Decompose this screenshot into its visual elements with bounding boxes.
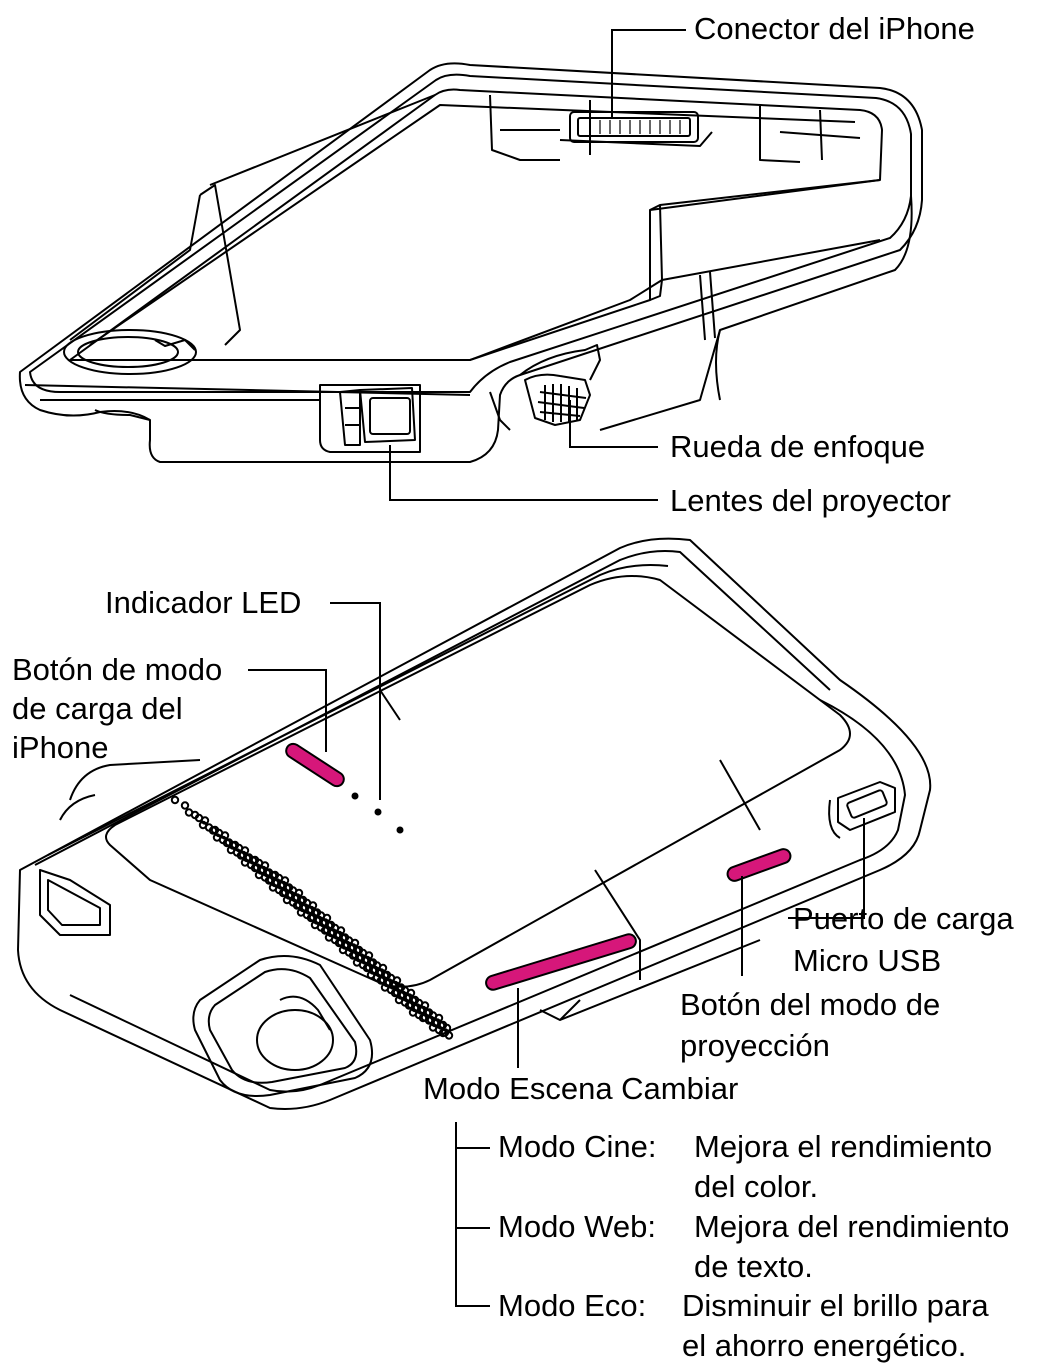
speaker-grille	[170, 795, 454, 1040]
grille-hole	[364, 951, 374, 960]
grille-hole	[308, 901, 318, 910]
mode-eco-desc-2: el ahorro energético.	[682, 1328, 967, 1363]
bottom-case-drawing	[17, 537, 932, 1110]
mode-web-desc-2: de texto.	[694, 1249, 813, 1284]
label-projection-mode-button-2: proyección	[680, 1028, 830, 1063]
grille-hole	[312, 908, 322, 917]
label-scene-mode-switch: Modo Escena Cambiar	[423, 1071, 739, 1106]
grille-hole	[438, 1020, 448, 1030]
grille-hole	[410, 995, 420, 1005]
grille-hole	[200, 816, 210, 825]
lens-callout-line	[389, 445, 658, 501]
mode-cinema-desc-1: Mejora el rendimiento	[694, 1129, 993, 1164]
grille-hole	[260, 861, 270, 870]
grille-hole	[240, 846, 250, 855]
grille-hole	[340, 933, 350, 942]
projection-mode-button	[726, 848, 792, 882]
grille-hole	[298, 895, 308, 905]
grille-hole	[210, 825, 220, 835]
mode-web: Modo Web: Mejora del rendimiento de text…	[498, 1208, 1048, 1288]
grille-hole	[378, 963, 388, 973]
label-micro-usb-2: Micro USB	[793, 943, 942, 978]
label-micro-usb-1: Puerto de carga	[793, 901, 1014, 936]
highlighted-buttons	[285, 742, 792, 991]
grille-hole	[322, 913, 332, 923]
grille-hole	[270, 870, 280, 880]
grille-hole	[336, 926, 346, 935]
callout-lines	[248, 29, 865, 1307]
mode-eco-name: Modo Eco:	[498, 1288, 647, 1323]
mode-eco-desc-1: Disminuir el brillo para	[682, 1288, 989, 1323]
top-case-drawing	[18, 62, 923, 463]
grille-hole	[354, 945, 364, 955]
led-indicator-dots	[351, 792, 404, 834]
label-charge-mode-button-3: iPhone	[12, 730, 109, 765]
grille-hole	[180, 801, 190, 810]
mode-cinema: Modo Cine: Mejora el rendimiento del col…	[498, 1128, 1048, 1208]
grille-hole	[368, 958, 378, 967]
grille-hole	[294, 888, 304, 898]
mode-cinema-name: Modo Cine:	[498, 1129, 657, 1164]
grille-hole	[434, 1013, 444, 1023]
grille-hole	[350, 938, 360, 948]
grille-hole	[230, 840, 240, 850]
grille-hole	[170, 795, 180, 805]
grille-hole	[284, 883, 294, 892]
connector-callout-line	[611, 29, 686, 118]
label-charge-mode-button-2: de carga del	[12, 691, 183, 726]
mode-web-name: Modo Web:	[498, 1209, 656, 1244]
grille-hole	[326, 920, 336, 930]
grille-hole	[190, 810, 200, 820]
usb-callout-line	[788, 818, 865, 919]
focus-wheel-callout-line	[569, 400, 658, 448]
mode-bracket-line	[455, 1122, 490, 1307]
grille-hole	[420, 1001, 430, 1010]
iphone-charge-mode-button	[285, 742, 345, 788]
charge-button-callout-line	[248, 669, 327, 752]
label-led-indicator: Indicador LED	[105, 585, 302, 620]
mode-eco: Modo Eco: Disminuir el brillo para el ah…	[498, 1287, 1048, 1367]
grille-hole	[250, 855, 260, 865]
mode-web-desc-1: Mejora del rendimiento	[694, 1209, 1010, 1244]
grille-hole	[396, 983, 406, 992]
label-iphone-connector: Conector del iPhone	[694, 11, 975, 46]
led-callout-line	[330, 602, 381, 800]
label-projector-lens: Lentes del proyector	[670, 483, 951, 518]
label-projection-mode-button-1: Botón del modo de	[680, 987, 941, 1022]
label-focus-wheel: Rueda de enfoque	[670, 429, 926, 464]
mode-cinema-desc-2: del color.	[694, 1169, 819, 1204]
grille-hole	[220, 831, 230, 840]
grille-hole	[392, 976, 402, 985]
grille-hole	[406, 988, 416, 998]
scene-mode-switch	[485, 933, 637, 991]
grille-hole	[280, 876, 290, 885]
label-charge-mode-button-1: Botón de modo	[12, 652, 223, 687]
grille-hole	[424, 1008, 434, 1017]
grille-hole	[382, 970, 392, 980]
